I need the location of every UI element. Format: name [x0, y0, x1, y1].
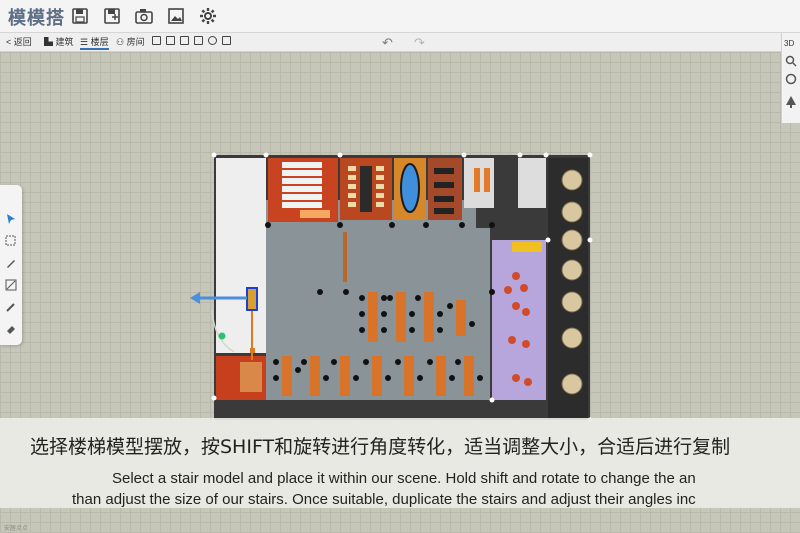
subtitle-english-line2: than adjust the size of our stairs. Once… [72, 491, 696, 508]
tab-floor-label: 楼层 [90, 37, 109, 47]
room-a-desk [300, 210, 330, 218]
box-select-icon[interactable] [5, 235, 17, 247]
lounge-area [492, 240, 546, 400]
redo-icon[interactable]: ↷ [414, 35, 425, 50]
rotate-gizmo-arc [211, 309, 235, 353]
wall-vertices [211, 152, 593, 423]
move-gizmo-arrow [190, 292, 200, 304]
gear-icon[interactable] [198, 6, 218, 26]
settings-icon[interactable] [208, 36, 217, 45]
tab-floor[interactable]: ☰ 楼层 [80, 36, 109, 50]
room-b-chairs [348, 166, 384, 207]
copy-icon[interactable] [152, 36, 161, 45]
app-logo: 模模搭 [8, 8, 65, 29]
add-floor-icon[interactable] [166, 36, 175, 45]
image-icon[interactable] [166, 6, 186, 26]
tab-building[interactable]: ▙ 建筑 [44, 37, 74, 47]
sub-toolbar: < 返回 ▙ 建筑 ☰ 楼层 ⚇ 房间 ↶ ↷ [0, 33, 800, 52]
undo-icon[interactable]: ↶ [382, 35, 393, 50]
select-pointer-icon[interactable] [5, 213, 17, 225]
stair-room-furniture [240, 362, 262, 392]
workstation-desks [282, 292, 474, 396]
tab-room[interactable]: ⚇ 房间 [116, 37, 145, 47]
right-tool-strip: 3D [781, 33, 800, 123]
balcony-umbrellas [561, 169, 583, 395]
room-a-seating [282, 162, 322, 208]
grid-icon[interactable] [180, 36, 189, 45]
interior-partition [343, 232, 347, 282]
subtitle-band [0, 418, 800, 508]
rotate-handle [218, 332, 226, 340]
import-icon[interactable] [194, 36, 203, 45]
camera-icon[interactable] [134, 6, 154, 26]
floor-plan[interactable] [0, 52, 800, 533]
left-tool-palette [0, 185, 22, 345]
pantry-counter [474, 168, 490, 192]
draw-wall-icon[interactable] [5, 279, 17, 291]
tab-room-label: 房间 [126, 37, 145, 47]
scale-handle [250, 348, 255, 353]
corridor-white [216, 158, 266, 353]
room-b-table [360, 166, 372, 212]
pencil-icon[interactable] [5, 257, 17, 269]
workstation-chairs [273, 295, 483, 381]
structural-columns [265, 222, 495, 295]
subtitle-english-line1: Select a stair model and place it within… [112, 470, 696, 487]
selected-stair-model [246, 287, 258, 311]
measure-icon[interactable] [5, 301, 17, 313]
save-icon[interactable] [70, 6, 90, 26]
room-d-chairs [434, 168, 454, 214]
lounge-counter [512, 242, 542, 252]
view-3d-toggle[interactable]: 3D [784, 39, 795, 48]
tree-icon[interactable] [785, 95, 797, 109]
lounge-seating [504, 272, 532, 386]
watermark: 安居点点 [4, 526, 29, 532]
back-link[interactable]: < 返回 [6, 37, 32, 47]
subtitle-chinese: 选择楼梯模型摆放，按SHIFT和旋转进行角度转化，适当调整大小，合适后进行复制 [30, 436, 731, 458]
fit-view-icon[interactable] [785, 73, 797, 85]
save-as-icon[interactable] [102, 6, 122, 26]
tab-building-label: 建筑 [55, 37, 74, 47]
eraser-icon[interactable] [5, 323, 17, 335]
zoom-icon[interactable] [785, 55, 797, 67]
top-toolbar: 模模搭 [0, 0, 800, 33]
restroom [518, 158, 546, 208]
room-c-oval-table [400, 163, 420, 213]
delete-icon[interactable] [222, 36, 231, 45]
